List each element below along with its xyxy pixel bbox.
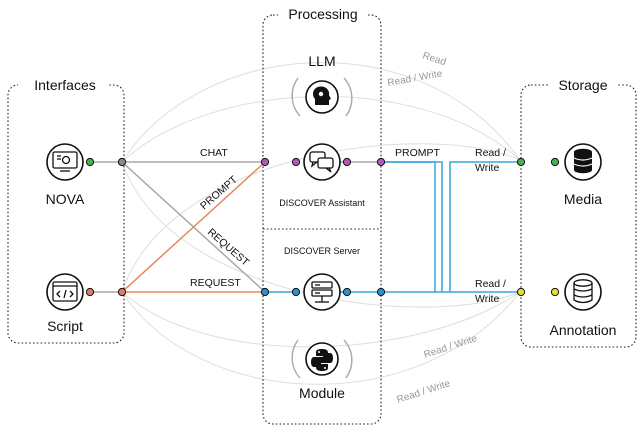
nova-node[interactable]: NOVA xyxy=(46,143,85,207)
edge-label-rw-media-1: Read / xyxy=(475,147,506,159)
interfaces-title: Interfaces xyxy=(34,77,95,93)
module-arc-right xyxy=(343,339,353,379)
server-icon xyxy=(311,281,333,303)
edge-label-request-diag: REQUEST xyxy=(205,226,252,269)
edge-label-rw-anno-1: Read / xyxy=(475,278,506,290)
discover-server-label: DISCOVER Server xyxy=(284,246,360,256)
edge-label-chat: CHAT xyxy=(200,147,228,159)
script-node[interactable]: Script xyxy=(46,273,84,334)
annotation-label: Annotation xyxy=(550,322,617,338)
storage-title: Storage xyxy=(558,77,607,93)
faint-label-rw-mid: Read / Write xyxy=(423,333,479,361)
script-label: Script xyxy=(47,318,83,334)
chat-bubbles-icon xyxy=(309,151,334,173)
refresh-arc-left xyxy=(291,77,301,117)
orange-edges xyxy=(121,161,266,293)
refresh-arc-right xyxy=(343,77,353,117)
faint-label-read: Read xyxy=(421,50,447,68)
monitor-icon xyxy=(52,151,78,172)
llm-node[interactable]: LLM xyxy=(291,53,353,117)
processing-title: Processing xyxy=(288,6,357,22)
media-node[interactable]: Media xyxy=(564,143,602,207)
storage-box xyxy=(520,84,637,348)
edge-label-prompt: PROMPT xyxy=(395,147,441,159)
discover-server-node[interactable]: DISCOVER Server xyxy=(284,246,360,311)
module-node[interactable]: Module xyxy=(291,339,353,401)
database-filled-icon xyxy=(573,148,593,174)
annotation-node[interactable]: Annotation xyxy=(550,273,617,338)
nova-label: NOVA xyxy=(46,191,85,207)
database-outline-icon xyxy=(573,279,593,304)
processing-box xyxy=(262,14,382,425)
module-label: Module xyxy=(299,385,345,401)
media-label: Media xyxy=(564,191,602,207)
discover-assistant-label: DISCOVER Assistant xyxy=(279,198,365,208)
edge-label-request: REQUEST xyxy=(190,277,241,289)
edge-label-prompt-diag: PROMPT xyxy=(198,173,240,212)
python-icon xyxy=(311,349,333,371)
module-arc-left xyxy=(291,339,301,379)
blue-edges xyxy=(265,161,521,293)
code-window-icon xyxy=(52,281,78,302)
faint-label-rw-bot: Read / Write xyxy=(396,378,452,406)
edge-label-rw-anno-2: Write xyxy=(475,293,499,305)
faint-label-rw-top: Read / Write xyxy=(387,68,444,89)
llm-label: LLM xyxy=(308,53,335,69)
brain-head-icon xyxy=(313,86,331,105)
discover-assistant-node[interactable]: DISCOVER Assistant xyxy=(279,143,365,208)
ports xyxy=(85,157,560,297)
edge-label-rw-media-2: Write xyxy=(475,162,499,174)
